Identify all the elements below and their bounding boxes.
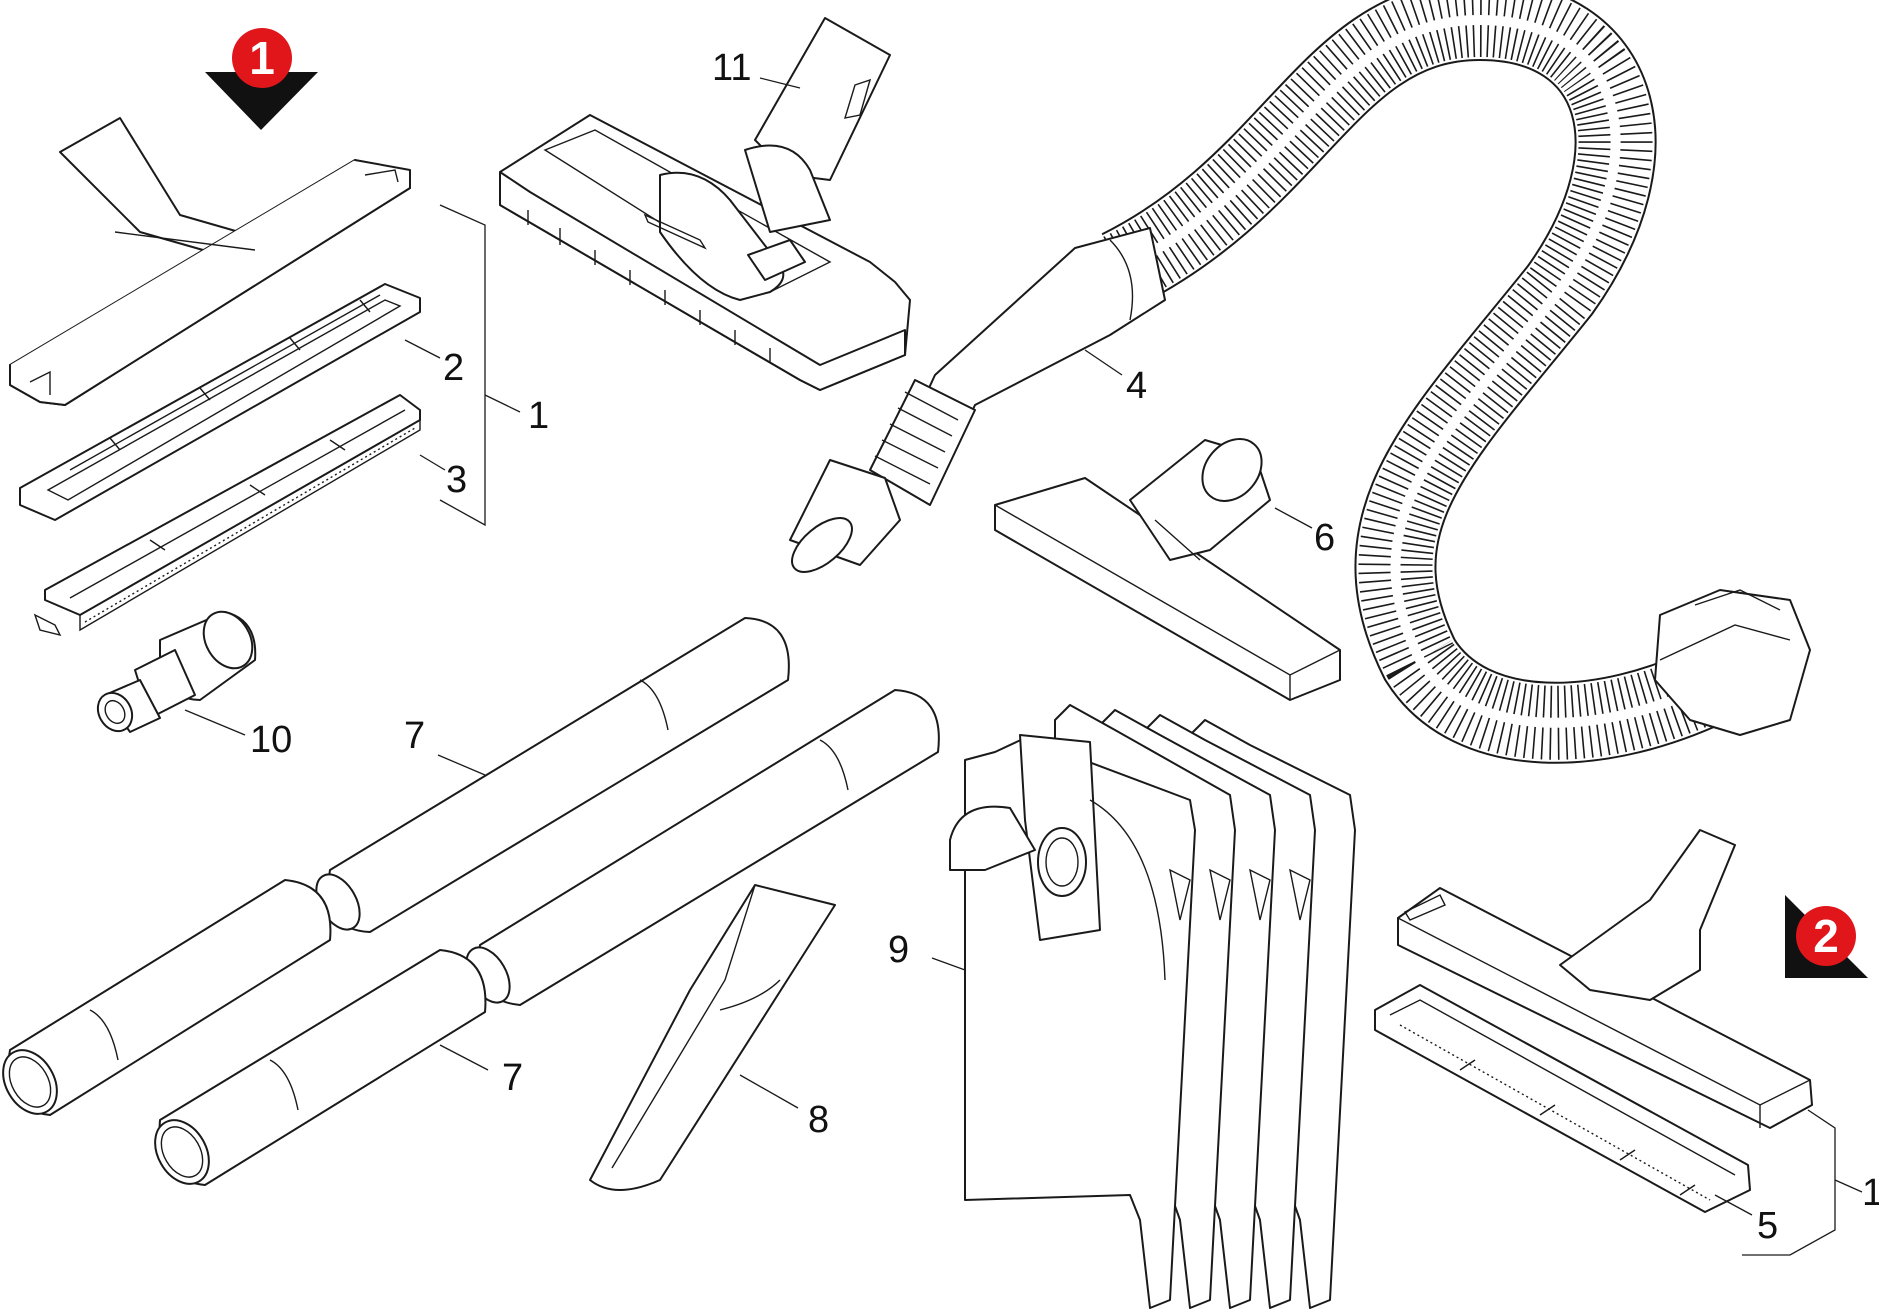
- upholstery-nozzle: [994, 438, 1341, 701]
- callout-2: 2: [443, 347, 464, 389]
- leader-2: [404, 339, 441, 359]
- leader-7-upper: [437, 754, 486, 776]
- leader-5: [1714, 1194, 1753, 1216]
- leader-7-lower: [439, 1044, 489, 1071]
- bracket-bottom: [1742, 1109, 1836, 1256]
- callout-1-bottom: 1: [1862, 1172, 1879, 1214]
- floor-nozzle-brush-strip: [33, 394, 421, 637]
- floor-nozzle-assembly-bottom: [1374, 829, 1813, 1213]
- suction-tube-lower-right: [154, 949, 487, 1186]
- marker-1-arrow-icon: 1: [205, 28, 318, 130]
- callout-4: 4: [1126, 365, 1147, 407]
- floor-nozzle-insert-frame: [19, 283, 421, 521]
- adapter-reducer: [96, 610, 257, 733]
- leader-4: [1084, 349, 1123, 376]
- suction-tube-upper-right: [465, 689, 940, 1006]
- suction-tube-upper-left: [315, 617, 790, 933]
- callout-3: 3: [446, 459, 467, 501]
- suction-hose: [789, 0, 1811, 764]
- marker-2-arrow-icon: 2: [1785, 895, 1868, 978]
- leader-6: [1274, 507, 1313, 529]
- marker-1-label: 1: [249, 32, 275, 84]
- callout-5: 5: [1757, 1205, 1778, 1247]
- callout-11: 11: [712, 47, 751, 89]
- leader-8: [739, 1074, 799, 1109]
- callout-7-upper: 7: [404, 715, 425, 757]
- leader-1-top: [484, 394, 521, 413]
- floor-nozzle-assembly-top: [9, 117, 411, 406]
- marker-2-label: 2: [1813, 910, 1839, 962]
- leader-10: [184, 709, 246, 736]
- callout-8: 8: [808, 1099, 829, 1141]
- callout-6: 6: [1314, 517, 1335, 559]
- callout-7-lower: 7: [502, 1057, 523, 1099]
- callout-9: 9: [888, 929, 909, 971]
- floor-nozzle-11: [499, 17, 911, 391]
- leader-11: [759, 77, 801, 89]
- leader-9: [931, 957, 966, 971]
- leader-1-bottom: [1834, 1179, 1863, 1193]
- suction-tube-lower-left: [2, 879, 332, 1116]
- bracket-top: [439, 204, 486, 527]
- filter-bags: [949, 704, 1356, 1309]
- leader-3: [419, 454, 446, 471]
- callout-10: 10: [250, 719, 292, 761]
- callout-1-top: 1: [528, 395, 549, 437]
- crevice-nozzle: [589, 884, 836, 1191]
